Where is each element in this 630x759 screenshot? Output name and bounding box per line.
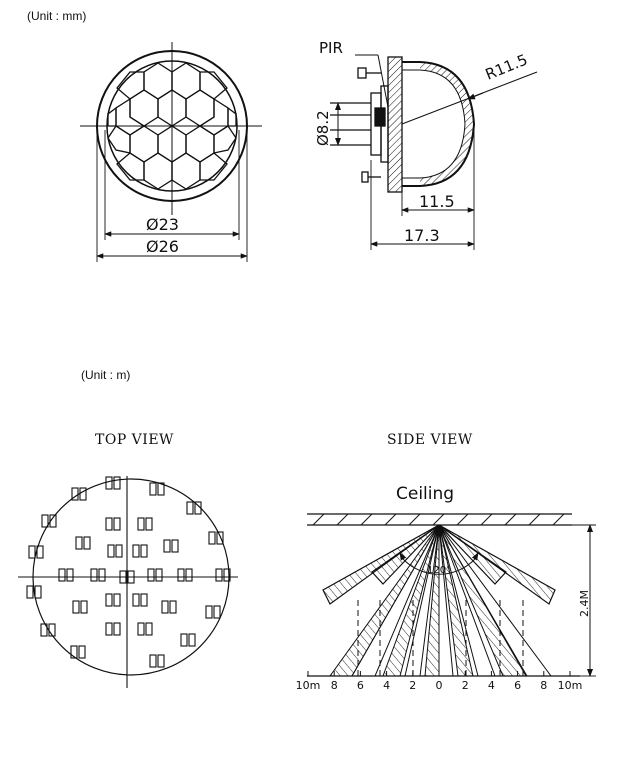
detection-zone	[40, 623, 56, 637]
detection-zone	[163, 539, 179, 553]
axis-tick-label: 2	[409, 679, 416, 692]
dim-dia-26: Ø26	[146, 237, 179, 256]
axis-tick-label: 4	[488, 679, 495, 692]
detection-zone	[70, 645, 86, 659]
detection-zone	[105, 622, 121, 636]
length-17-3-label: 17.3	[404, 226, 440, 245]
axis-tick-label: 2	[462, 679, 469, 692]
detection-zone	[105, 517, 121, 531]
depth-11-5-label: 11.5	[419, 192, 455, 211]
axis-tick-label: 6	[514, 679, 521, 692]
axis-tick-label: 8	[331, 679, 338, 692]
detection-zone	[180, 633, 196, 647]
detection-zone	[186, 501, 202, 515]
lens-facets	[107, 62, 237, 190]
detection-zone	[71, 487, 87, 501]
side-view-title: SIDE VIEW	[387, 432, 473, 448]
detection-zone	[28, 545, 44, 559]
pin-dia-label: Ø8.2	[314, 110, 332, 146]
ceiling-hatching	[312, 513, 565, 526]
detection-zone	[177, 568, 193, 582]
detection-zone	[161, 600, 177, 614]
axis-tick-label: 6	[357, 679, 364, 692]
detection-zone	[149, 482, 165, 496]
coverage-angle-label: 120°	[427, 565, 451, 576]
detection-zone	[41, 514, 57, 528]
detection-zone	[137, 517, 153, 531]
detection-zone	[58, 568, 74, 582]
detection-zone	[147, 568, 163, 582]
ceiling-label: Ceiling	[396, 484, 454, 504]
axis-tick-label: 10m	[296, 679, 321, 692]
detection-zone	[132, 544, 148, 558]
axis-tick-label: 0	[436, 679, 443, 692]
detection-zones	[26, 476, 231, 668]
detection-zone	[132, 593, 148, 607]
floor-axis-ticks	[307, 671, 571, 676]
detection-zone	[119, 570, 135, 584]
unit-label-mm: (Unit : mm)	[27, 9, 87, 23]
detection-zone	[107, 544, 123, 558]
detection-zone	[105, 593, 121, 607]
detection-zone	[208, 531, 224, 545]
downward-beams	[329, 524, 552, 677]
detection-zone	[90, 568, 106, 582]
axis-tick-label: 8	[540, 679, 547, 692]
mount-height-label: 2.4M	[578, 590, 591, 617]
detection-zone	[149, 654, 165, 668]
detection-zone	[137, 622, 153, 636]
axis-tick-label: 4	[383, 679, 390, 692]
detection-zone	[205, 605, 221, 619]
dim-dia-23: Ø23	[146, 215, 179, 234]
axis-tick-label: 10m	[558, 679, 583, 692]
detection-zone	[72, 600, 88, 614]
detection-zone	[105, 476, 121, 490]
floor-axis-labels: 10m 8 6 4 2 0 2 4 6 8 10m	[296, 679, 583, 692]
detection-zone	[215, 568, 231, 582]
detection-zone	[75, 536, 91, 550]
top-view-title: TOP VIEW	[95, 432, 174, 448]
unit-label-m: (Unit : m)	[81, 368, 131, 382]
detection-zone	[26, 585, 42, 599]
pir-label: PIR	[319, 39, 343, 57]
